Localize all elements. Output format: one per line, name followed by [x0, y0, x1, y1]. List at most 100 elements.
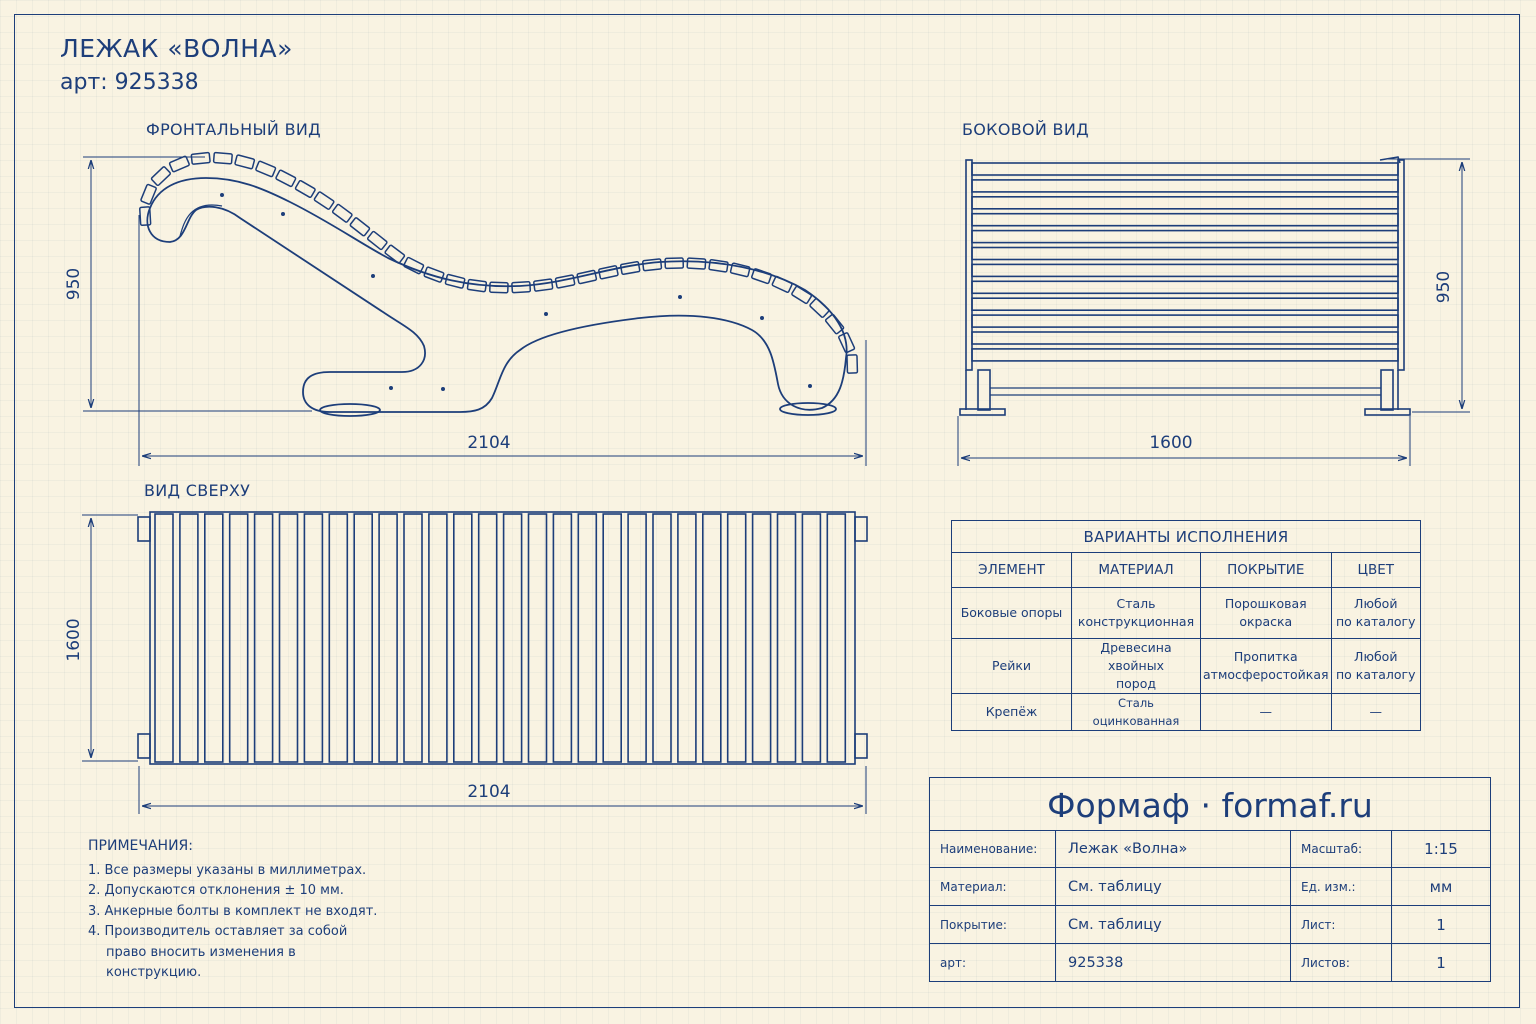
- side-view-label: БОКОВОЙ ВИД: [962, 120, 1089, 139]
- cell-line: Порошковая: [1224, 596, 1307, 611]
- front-slat: [686, 257, 707, 270]
- side-slat: [971, 212, 1399, 227]
- sheet-frame: [14, 14, 1520, 1008]
- front-slat: [212, 151, 233, 165]
- top-slat: [527, 513, 548, 763]
- cell-line: Любой: [1354, 649, 1398, 664]
- top-slat: [602, 513, 623, 763]
- side-frame-left: [965, 159, 973, 371]
- slat-guide-curve: [145, 158, 852, 370]
- cell-line: Древесина хвойных: [1100, 640, 1172, 673]
- stamp-label: Покрытие:: [930, 905, 1056, 944]
- cell-line: Любой: [1354, 596, 1398, 611]
- front-slat: [533, 278, 554, 292]
- top-slat: [204, 513, 224, 763]
- front-slat: [791, 285, 813, 305]
- front-slat: [384, 244, 406, 264]
- note-item: 1. Все размеры указаны в миллиметрах.: [88, 862, 367, 878]
- variants-caption: ВАРИАНТЫ ИСПОЛНЕНИЯ: [951, 520, 1421, 553]
- front-view: [139, 151, 859, 417]
- front-slat: [838, 332, 856, 354]
- side-frame-right: [1397, 159, 1405, 371]
- front-slat: [729, 262, 751, 278]
- front-slat: [275, 169, 297, 188]
- top-slat: [751, 513, 772, 763]
- side-base-left: [959, 408, 1006, 416]
- side-leg-right: [1380, 369, 1394, 411]
- cell-line: Пропитка: [1233, 649, 1298, 664]
- top-slats: [154, 513, 847, 763]
- brand-name: Формаф · formaf.ru: [930, 778, 1490, 831]
- front-foot-left: [319, 403, 381, 417]
- notes-block: ПРИМЕЧАНИЯ: 1. Все размеры указаны в мил…: [88, 836, 388, 984]
- front-slat: [511, 281, 532, 294]
- front-foot-right: [779, 402, 837, 416]
- top-end-cap-right-lower: [854, 733, 868, 759]
- front-slat: [489, 281, 509, 294]
- top-end-cap-left-upper: [137, 516, 151, 542]
- top-end-cap-right-upper: [854, 516, 868, 542]
- top-slat: [677, 513, 697, 763]
- cell-element: Крепёж: [951, 693, 1072, 731]
- front-slat: [619, 261, 641, 275]
- top-frame-rail: [149, 511, 856, 765]
- top-slat: [378, 513, 398, 763]
- top-slat: [627, 513, 647, 763]
- top-slat: [502, 513, 523, 763]
- stamp-value: Лежак «Волна»: [1055, 830, 1291, 868]
- top-slat: [403, 513, 423, 763]
- article-number: арт: 925338: [60, 70, 199, 95]
- stamp-right-label: Ед. изм.:: [1290, 867, 1392, 906]
- top-slat: [278, 513, 299, 763]
- front-slat: [349, 217, 371, 237]
- front-slat: [331, 203, 353, 223]
- cell-color: —: [1330, 693, 1422, 731]
- col-header-coating: ПОКРЫТИЕ: [1200, 552, 1332, 588]
- top-slat: [452, 513, 473, 763]
- top-slat: [477, 513, 498, 763]
- stamp-label: Наименование:: [930, 830, 1056, 868]
- front-slat: [466, 278, 488, 293]
- side-height-dim: 950: [1434, 271, 1454, 303]
- front-frame-outline: [146, 177, 848, 413]
- front-slat: [708, 258, 729, 273]
- top-slat: [303, 513, 324, 763]
- top-slat: [154, 513, 174, 763]
- side-base-right: [1364, 408, 1411, 416]
- front-slat: [168, 155, 190, 173]
- front-slat: [576, 269, 598, 285]
- cell-element: Рейки: [951, 638, 1072, 694]
- top-slat: [328, 513, 349, 763]
- stamp-right-value: 1: [1391, 943, 1490, 981]
- cell-line: конструкционная: [1077, 614, 1195, 629]
- table-row: Наименование: Лежак «Волна» Масштаб: 1:1…: [930, 830, 1490, 868]
- top-slat: [801, 513, 822, 763]
- top-width-dim: 2104: [467, 782, 510, 802]
- front-slat: [139, 206, 152, 227]
- top-slat: [726, 513, 747, 763]
- side-view: [959, 156, 1411, 416]
- top-slat: [652, 513, 672, 763]
- stamp-right-value: мм: [1391, 867, 1490, 906]
- cell-material: Сталь оцинкованная: [1071, 693, 1201, 731]
- front-slat: [294, 179, 316, 199]
- front-slat: [554, 274, 576, 289]
- cell-line: атмосферостойкая: [1203, 667, 1329, 682]
- cell-line: Сталь: [1116, 596, 1156, 611]
- front-slat: [598, 265, 619, 280]
- cell-line: окраска: [1239, 614, 1293, 629]
- table-row: Крепёж Сталь оцинкованная — —: [951, 693, 1422, 731]
- front-dimensions: [83, 156, 867, 466]
- top-slat: [228, 513, 249, 763]
- top-slat: [826, 513, 847, 763]
- front-slat: [846, 354, 859, 374]
- top-slat: [179, 513, 199, 763]
- front-slat: [751, 268, 772, 285]
- side-slat: [971, 263, 1399, 278]
- drawing-title: ЛЕЖАК «ВОЛНА»: [60, 34, 293, 63]
- side-slat: [971, 280, 1399, 295]
- top-end-cap-left-lower: [137, 733, 151, 759]
- front-slat: [190, 151, 211, 165]
